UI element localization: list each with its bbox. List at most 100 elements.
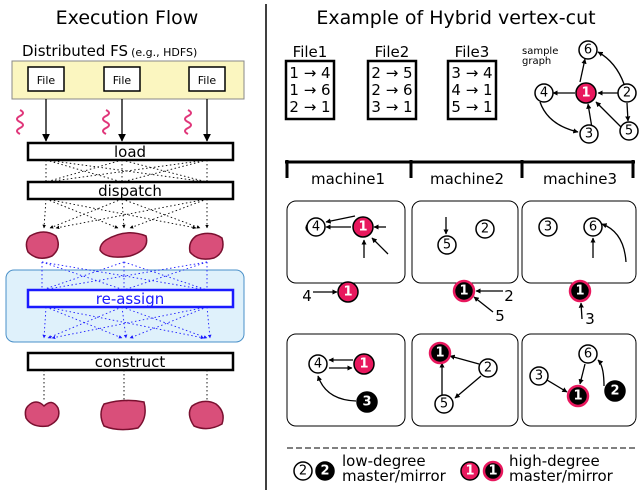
machine2-construct-graph: 1 2 5 [428,341,498,414]
read-wiggle-3 [184,109,192,135]
svg-text:1: 1 [575,284,584,299]
read-wiggle-1 [16,109,24,135]
machine2-reassign: 1 2 5 [452,279,514,325]
reassign-construct-links [42,306,212,340]
svg-text:2: 2 [484,361,492,376]
svg-text:3: 3 [585,127,593,142]
svg-text:1 → 4: 1 → 4 [289,64,330,82]
svg-text:high-degree: high-degree [509,452,600,470]
reassign-stage-box [26,288,235,309]
svg-text:1: 1 [488,464,497,479]
file1-edge-list: File1 1 → 4 1 → 6 2 → 1 [284,43,336,121]
svg-text:2: 2 [299,464,307,479]
svg-text:4: 4 [312,220,320,235]
machine1-reassign: 4 1 [302,281,359,305]
svg-text:1: 1 [435,346,444,361]
hybrid-vertex-cut-title: Example of Hybrid vertex-cut [316,7,595,29]
machine2-dispatch-graph: 5 2 [437,217,495,255]
machine3-dispatch-graph: 3 6 [538,217,627,263]
file2-edge-list: File2 2 → 5 2 → 6 3 → 1 [366,43,418,121]
read-wiggle-2 [102,109,110,135]
legend-high-degree: 1 1 high-degree master/mirror [460,452,614,485]
svg-text:3: 3 [362,395,371,410]
reassign-stage-label: re-assign [96,290,165,308]
machine3-label: machine3 [543,170,617,188]
svg-text:3 → 1: 3 → 1 [371,98,412,116]
machine2-dispatch-box [411,200,519,284]
partition-blob-3 [188,232,224,260]
machine1-construct-box [286,333,406,427]
machine1-dispatch-graph: 4 1 [305,215,389,258]
svg-text:File: File [198,74,217,87]
machine3-construct-graph: 6 3 1 2 [529,344,626,408]
svg-text:master/mirror: master/mirror [509,467,614,485]
distributed-fs-label: Distributed FS(e.g., HDFS) [22,42,197,60]
svg-text:5: 5 [440,397,448,412]
machine2-label: machine2 [430,170,504,188]
svg-text:low-degree: low-degree [342,452,426,470]
svg-text:2: 2 [504,287,514,305]
file-box-1: File [27,66,65,92]
svg-text:3: 3 [585,310,595,328]
svg-text:1: 1 [343,285,352,300]
high-degree-master-icon [460,461,480,481]
svg-text:3 → 4: 3 → 4 [451,64,492,82]
svg-text:1 → 6: 1 → 6 [289,81,330,99]
svg-text:1: 1 [459,284,468,299]
svg-text:2: 2 [481,222,489,237]
high-degree-mirror-icon [482,460,504,482]
load-stage-label: load [114,143,146,161]
svg-text:master/mirror: master/mirror [342,467,447,485]
svg-text:File2: File2 [375,43,410,61]
construct-stage-label: construct [95,353,166,371]
svg-text:5: 5 [443,238,451,253]
svg-text:1: 1 [465,464,474,479]
svg-text:File: File [113,74,132,87]
legend-low-degree: 2 2 low-degree master/mirror [293,452,447,485]
svg-text:1: 1 [573,389,582,404]
machine2-construct-box [411,333,519,427]
svg-text:6: 6 [584,347,592,362]
construct-stage-box [26,351,235,372]
svg-text:2: 2 [610,384,619,399]
execution-flow-title: Execution Flow [56,7,199,29]
final-partition-blob-2 [100,399,146,431]
svg-text:4: 4 [314,357,322,372]
svg-text:4: 4 [540,86,548,101]
svg-text:4 → 1: 4 → 1 [451,81,492,99]
svg-text:3: 3 [544,220,552,235]
machine-header: machine1 machine2 machine3 [285,160,635,188]
svg-text:2 → 6: 2 → 6 [371,81,412,99]
load-dispatch-links [45,159,208,183]
low-degree-master-icon [293,461,313,481]
dispatch-partition-links [42,198,209,230]
load-stage-box [26,141,235,162]
svg-text:5: 5 [625,124,633,139]
svg-text:File1: File1 [293,43,328,61]
svg-text:File: File [37,74,56,87]
svg-text:File3: File3 [455,43,490,61]
svg-text:5 → 1: 5 → 1 [451,98,492,116]
svg-text:2: 2 [623,86,631,101]
dispatch-stage-label: dispatch [98,182,162,200]
machine3-dispatch-box [521,200,637,284]
svg-text:1: 1 [358,220,367,235]
svg-text:3: 3 [535,369,543,384]
sample-graph-label: sample [522,46,558,57]
svg-text:2: 2 [320,464,329,479]
machine3-reassign: 1 3 [568,279,595,328]
file3-edge-list: File3 3 → 4 4 → 1 5 → 1 [446,43,498,121]
low-degree-mirror-icon [315,461,335,481]
svg-text:1: 1 [359,357,368,372]
final-partition-blob-1 [24,401,60,428]
partition-blob-1 [25,231,59,259]
svg-text:4: 4 [302,287,312,305]
hybrid-vertex-cut-panel: Example of Hybrid vertex-cut File1 1 → 4… [284,7,639,485]
partition-blob-2 [99,232,148,258]
machine1-dispatch-box [286,200,406,284]
svg-text:6: 6 [589,220,597,235]
dispatch-stage-box [26,180,235,201]
file-box-3: File [188,66,226,92]
svg-text:2 → 1: 2 → 1 [289,98,330,116]
